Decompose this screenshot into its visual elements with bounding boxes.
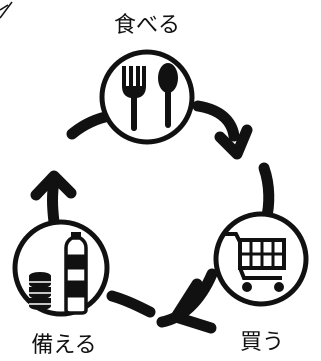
node-stock-circle <box>12 219 110 317</box>
shopping-cart-icon <box>224 232 286 292</box>
corner-mark <box>0 1 13 19</box>
arrow-lead-into-stock <box>106 290 156 318</box>
node-eat <box>99 49 195 145</box>
node-eat-circle <box>99 49 195 145</box>
fork-and-spoon-icon <box>122 63 178 131</box>
arrow-stock-to-eat <box>30 170 77 228</box>
can-stack-icon <box>29 272 51 310</box>
canned-food-and-water-bottle-icon <box>29 232 88 315</box>
arrow-buy-to-stock <box>156 268 218 334</box>
label-eat: 食べる <box>114 13 180 38</box>
label-buy: 買う <box>240 330 284 355</box>
arrow-eat-to-buy <box>192 100 253 160</box>
label-stock: 備える <box>31 333 96 358</box>
water-bottle-icon <box>64 232 88 315</box>
arrow-lead-into-eat <box>66 110 116 140</box>
node-buy <box>213 211 309 307</box>
node-stock <box>12 219 110 317</box>
